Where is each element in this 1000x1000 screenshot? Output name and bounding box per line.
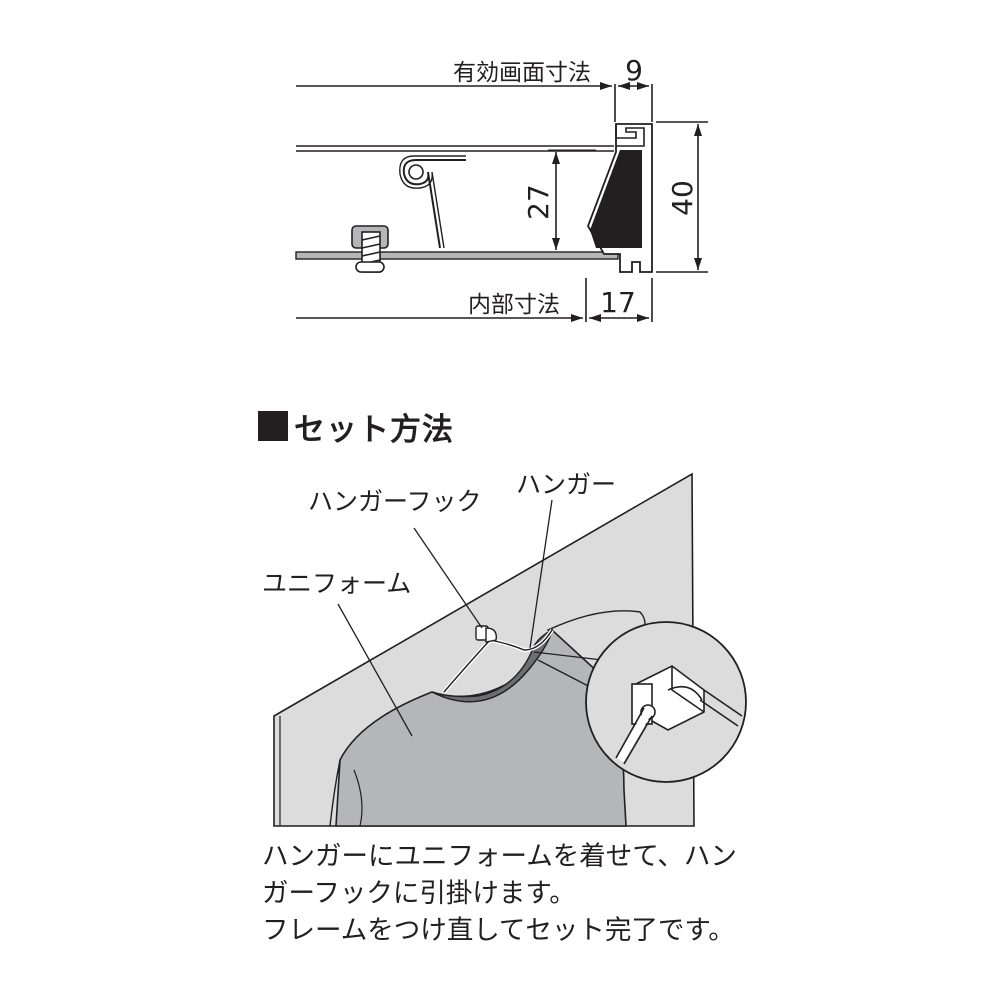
hanger-callout: ハンガー (516, 470, 616, 499)
hanger-hook-callout: ハンガーフック (308, 487, 482, 516)
inner-height-value: 27 (522, 184, 555, 220)
total-height-value: 40 (666, 180, 699, 216)
frame-cross-section (295, 82, 708, 322)
internal-dim-value: 17 (600, 286, 636, 319)
instruction-line-2: ガーフックに引掛けます。 (262, 878, 576, 909)
uniform-callout: ユニフォーム (262, 569, 411, 598)
effective-area-label: 有効画面寸法 (453, 60, 591, 86)
section-heading: セット方法 (258, 404, 454, 448)
setup-illustration (273, 472, 747, 827)
instruction-line-3: フレームをつけ直してセット完了です。 (262, 915, 735, 946)
effective-area-value: 9 (625, 54, 643, 87)
instruction-line-1: ハンガーにユニフォームを着せて、ハン (262, 841, 737, 872)
heading-square-icon (258, 411, 288, 441)
internal-dim-label: 内部寸法 (468, 292, 560, 318)
section-title: セット方法 (294, 411, 454, 448)
hanger-hook-small (475, 625, 497, 643)
instructions: ハンガーにユニフォームを着せて、ハン ガーフックに引掛けます。 フレームをつけ直… (262, 838, 782, 949)
hanger-hook-detail (615, 665, 743, 765)
